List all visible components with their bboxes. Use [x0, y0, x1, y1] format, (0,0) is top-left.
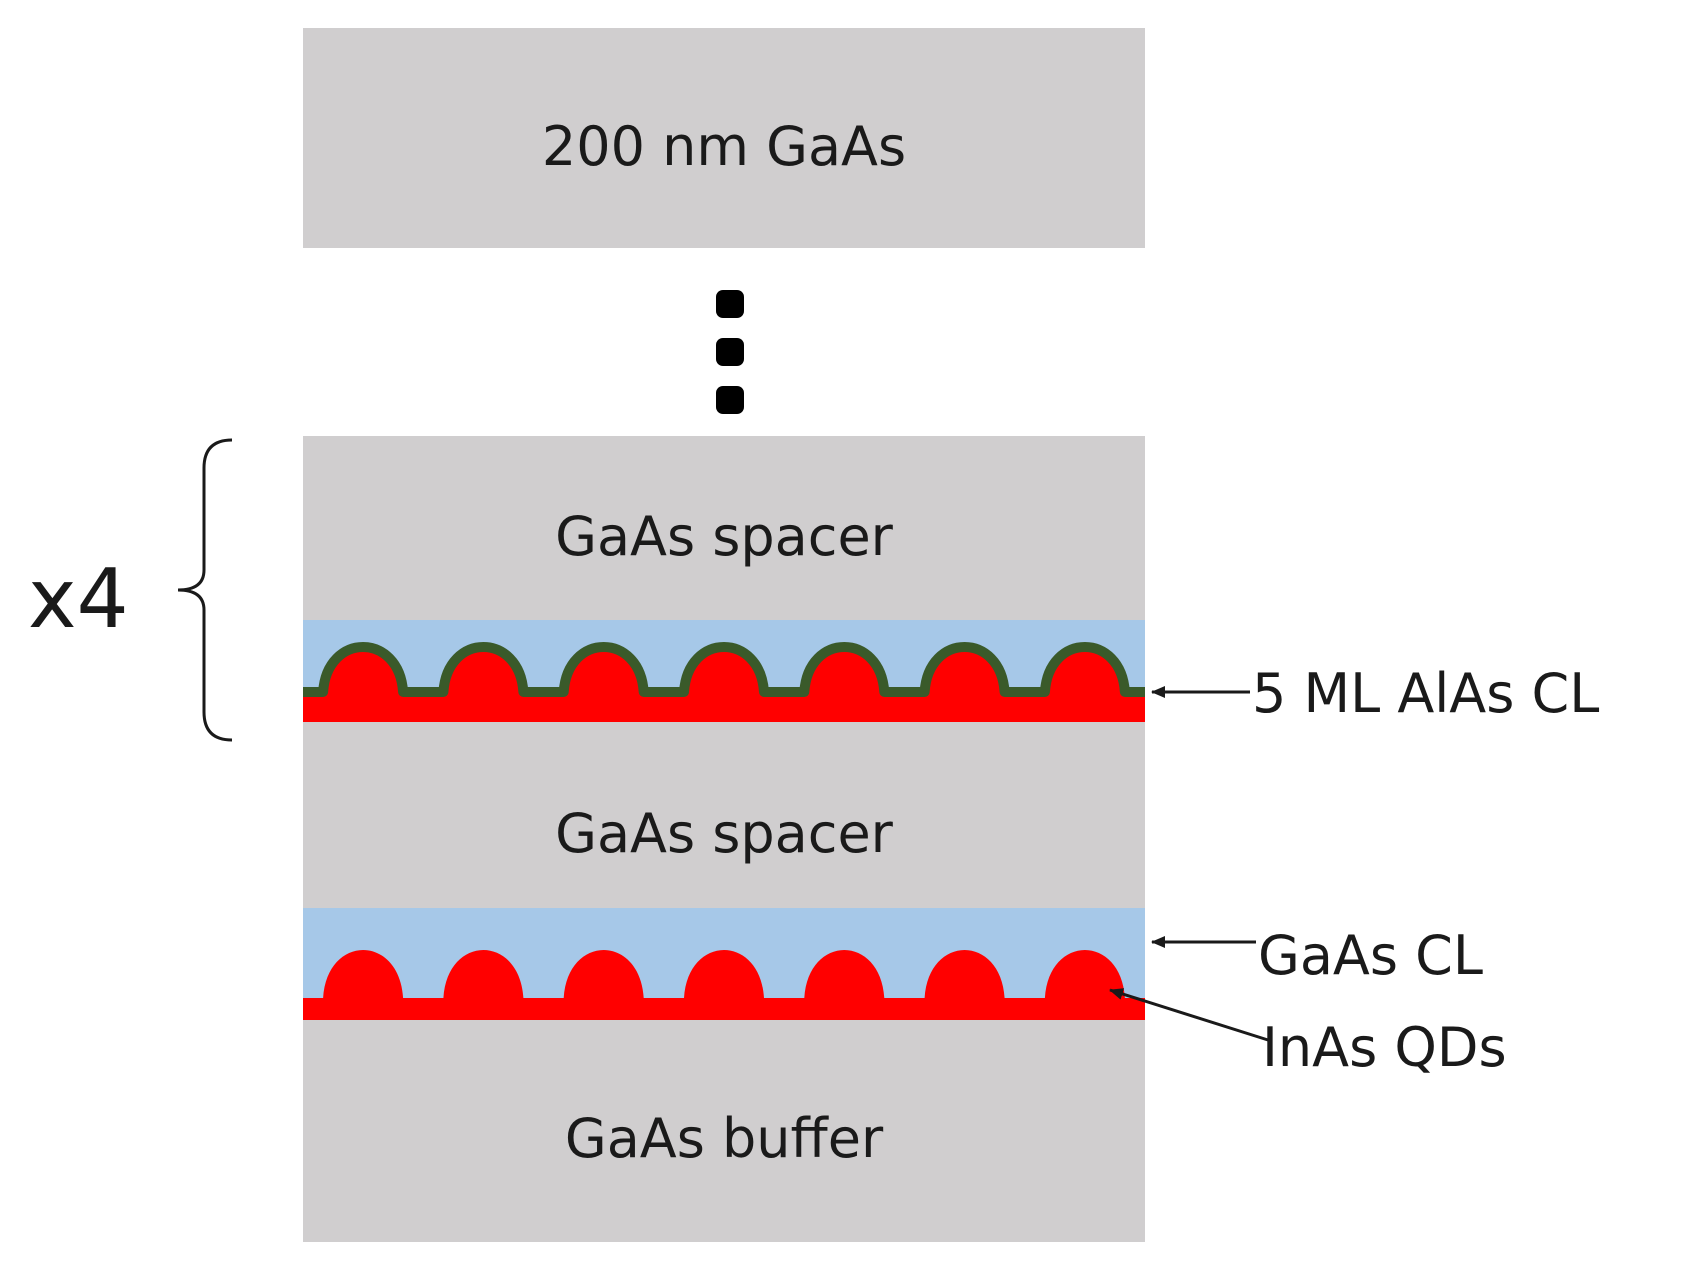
buffer-layer — [303, 1020, 1145, 1242]
inas-qds-arrow — [1109, 988, 1269, 1042]
buffer-label: GaAs buffer — [565, 1107, 884, 1170]
ellipsis-dot — [716, 338, 744, 366]
top-gaas-label: 200 nm GaAs — [542, 115, 906, 178]
upper-spacer-label: GaAs spacer — [555, 505, 894, 568]
alas-capping-line — [303, 642, 1145, 697]
ellipsis-dot — [716, 386, 744, 414]
middle-spacer-layer — [303, 722, 1145, 908]
upper-spacer-layer — [303, 436, 1145, 620]
repeat-count-label: x4 — [28, 552, 129, 647]
ellipsis-dot — [716, 290, 744, 318]
inas-qds-label: InAs QDs — [1262, 1016, 1507, 1079]
lower-inas-qd-layer — [303, 950, 1145, 1020]
ellipsis-dots — [716, 290, 744, 414]
gaas-cl-label: GaAs CL — [1258, 924, 1483, 987]
repeat-brace — [177, 438, 233, 742]
alas-cl-label: 5 ML AlAs CL — [1252, 662, 1599, 725]
top-gaas-layer — [303, 28, 1145, 248]
middle-spacer-label: GaAs spacer — [555, 802, 894, 865]
